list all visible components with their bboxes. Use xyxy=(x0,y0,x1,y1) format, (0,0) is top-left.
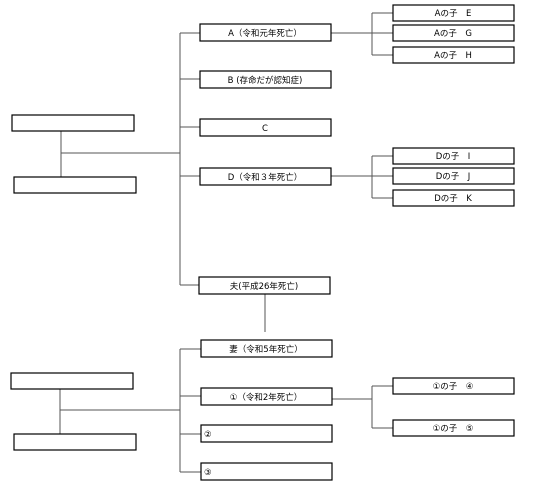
node-child-3-label: ③ xyxy=(204,468,212,478)
node-a-child-h-label: Aの子 H xyxy=(434,51,472,61)
node-d-child-j-label: Dの子 J xyxy=(436,172,471,182)
node-a-child-g: Aの子 G xyxy=(392,24,515,42)
node-a-label: A（令和元年死亡） xyxy=(228,28,302,39)
node-d-label: D（令和３年死亡） xyxy=(228,172,303,183)
node-husband: 夫(平成26年死亡) xyxy=(198,276,331,295)
blank-box-bottom-1 xyxy=(10,372,134,390)
node-child-3: ③ xyxy=(200,462,333,481)
node-husband-label: 夫(平成26年死亡) xyxy=(230,281,298,292)
node-wife: 妻（令和5年死亡） xyxy=(200,339,333,358)
node-a-child-e: Aの子 E xyxy=(392,4,515,22)
node-child-2-label: ② xyxy=(204,430,212,440)
node-d-child-i-label: Dの子 I xyxy=(436,152,471,162)
node-b-label: B (存命だが認知症) xyxy=(228,75,303,86)
node-d-child-j: Dの子 J xyxy=(392,167,515,185)
node-child-2: ② xyxy=(200,424,333,443)
node-d-child-k-label: Dの子 K xyxy=(434,194,472,204)
node-wife-label: 妻（令和5年死亡） xyxy=(229,344,302,355)
node-b: B (存命だが認知症) xyxy=(199,70,332,89)
node-c: C xyxy=(199,118,332,137)
node-a-child-g-label: Aの子 G xyxy=(434,29,472,39)
node-d-child-i: Dの子 I xyxy=(392,147,515,165)
connector-lines xyxy=(59,12,393,473)
node-a-child-e-label: Aの子 E xyxy=(435,9,472,19)
node-grandchild-2-label: ①の子 ⑤ xyxy=(433,424,474,434)
blank-box-bottom-2 xyxy=(13,433,137,451)
node-c-label: C xyxy=(262,124,268,134)
node-a: A（令和元年死亡） xyxy=(199,23,332,42)
node-child-1-label: ①（令和2年死亡） xyxy=(230,392,303,403)
node-child-1: ①（令和2年死亡） xyxy=(200,387,333,406)
node-grandchild-1-label: ①の子 ④ xyxy=(433,382,474,392)
blank-box-top-2 xyxy=(13,176,137,194)
node-d-child-k: Dの子 K xyxy=(392,189,515,207)
node-grandchild-2: ①の子 ⑤ xyxy=(392,419,515,437)
blank-box-top-1 xyxy=(11,114,135,132)
node-d: D（令和３年死亡） xyxy=(199,167,332,186)
node-grandchild-1: ①の子 ④ xyxy=(392,377,515,395)
node-a-child-h: Aの子 H xyxy=(392,46,515,64)
